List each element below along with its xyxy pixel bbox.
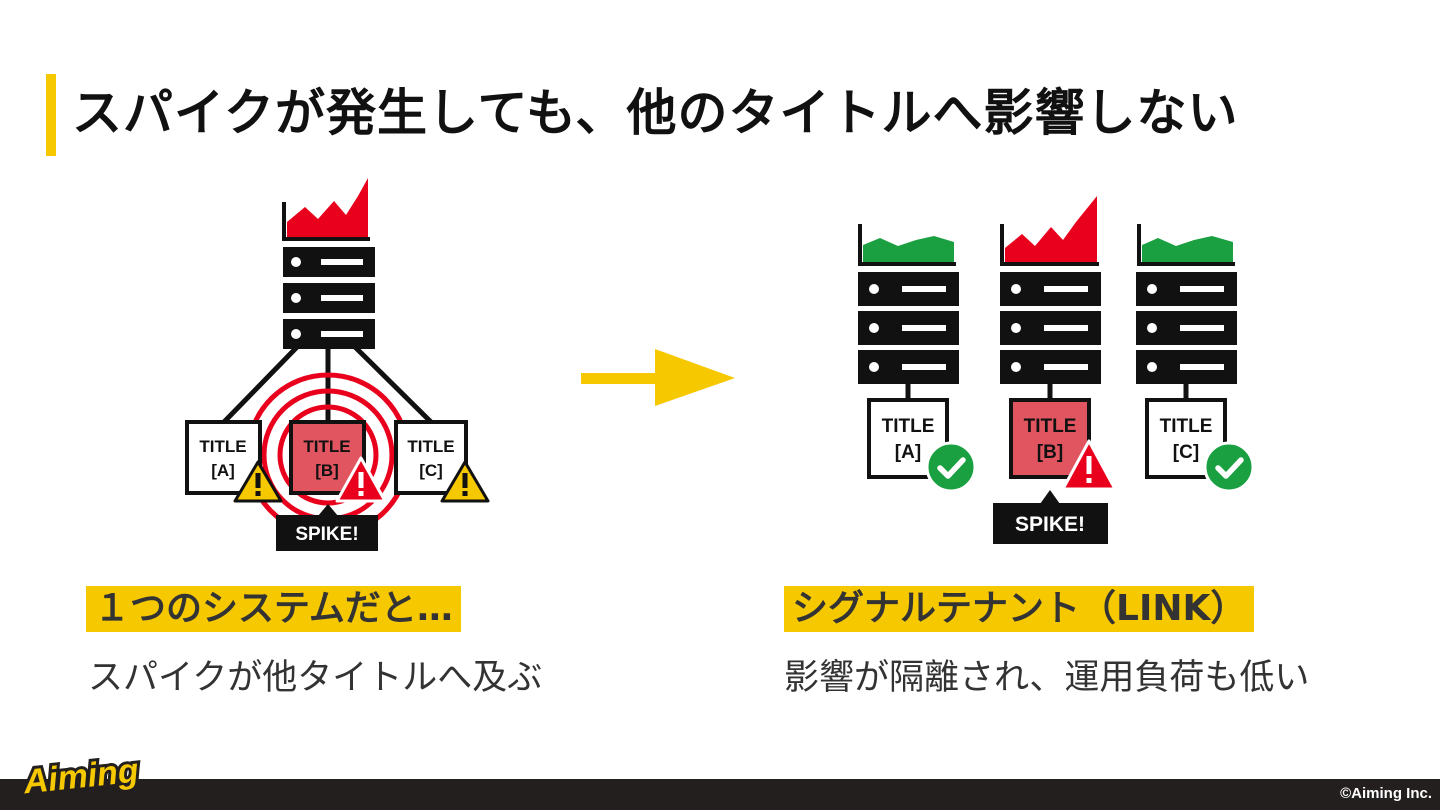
check-icon [927, 443, 975, 491]
right-title-box-b-name: TITLE [1024, 416, 1077, 437]
check-icon [1205, 443, 1253, 491]
copyright-text: ©Aiming Inc. [1340, 785, 1432, 802]
footer-bar: ©Aiming Inc. [0, 779, 1440, 810]
normal-chart-icon [858, 224, 956, 266]
right-section-label: シグナルテナント（LINK） [784, 586, 1255, 632]
right-title-box-a-id: [A] [895, 442, 921, 463]
spike-chart-icon [1000, 196, 1099, 266]
right-title-box-b-id: [B] [1037, 442, 1063, 463]
right-section-description: 影響が隔離され、運用負荷も低い [784, 658, 1310, 698]
alert-icon [1061, 439, 1117, 491]
title-box-b: TITLE [B] [289, 420, 366, 495]
arrow-right-icon [581, 349, 735, 406]
normal-chart-icon [1137, 224, 1235, 266]
title-box-c-id: [C] [419, 461, 443, 480]
left-section-description: スパイクが他タイトルへ及ぶ [88, 658, 543, 698]
title-box-c-name: TITLE [407, 437, 454, 456]
alert-icon [335, 456, 387, 503]
right-title-box-c-id: [C] [1173, 442, 1199, 463]
server-icon [1136, 272, 1237, 384]
svg-text:SPIKE!: SPIKE! [295, 524, 358, 545]
server-icon [858, 272, 959, 384]
title-box-a-name: TITLE [199, 437, 246, 456]
spike-label: SPIKE! [993, 490, 1108, 544]
svg-text:SPIKE!: SPIKE! [1015, 513, 1085, 536]
right-title-box-a-name: TITLE [882, 416, 935, 437]
title-box-b-id: [B] [315, 461, 339, 480]
warning-icon [233, 460, 283, 503]
title-box-a-id: [A] [211, 461, 235, 480]
aiming-logo: Aiming [18, 752, 144, 800]
page-title: スパイクが発生しても、他のタイトルへ影響しない [72, 84, 1239, 142]
right-title-box-c-name: TITLE [1160, 416, 1213, 437]
left-section-label: １つのシステムだと… [86, 586, 461, 632]
spike-chart-icon [282, 178, 370, 241]
left-diagram: TITLE [A] TITLE [B] TITLE [C] [185, 178, 490, 551]
server-icon [283, 247, 375, 349]
svg-text:Aiming: Aiming [21, 752, 141, 800]
title-accent-bar [46, 74, 56, 156]
title-box-b-name: TITLE [303, 437, 350, 456]
diagram: TITLE [A] TITLE [B] TITLE [C] [185, 178, 1440, 551]
server-icon [1000, 272, 1101, 384]
spike-label: SPIKE! [276, 504, 378, 551]
connector-lines [222, 344, 433, 424]
right-diagram: TITLE [A] TITLE [B] SPIKE! [858, 196, 1253, 544]
warning-icon [440, 460, 490, 503]
